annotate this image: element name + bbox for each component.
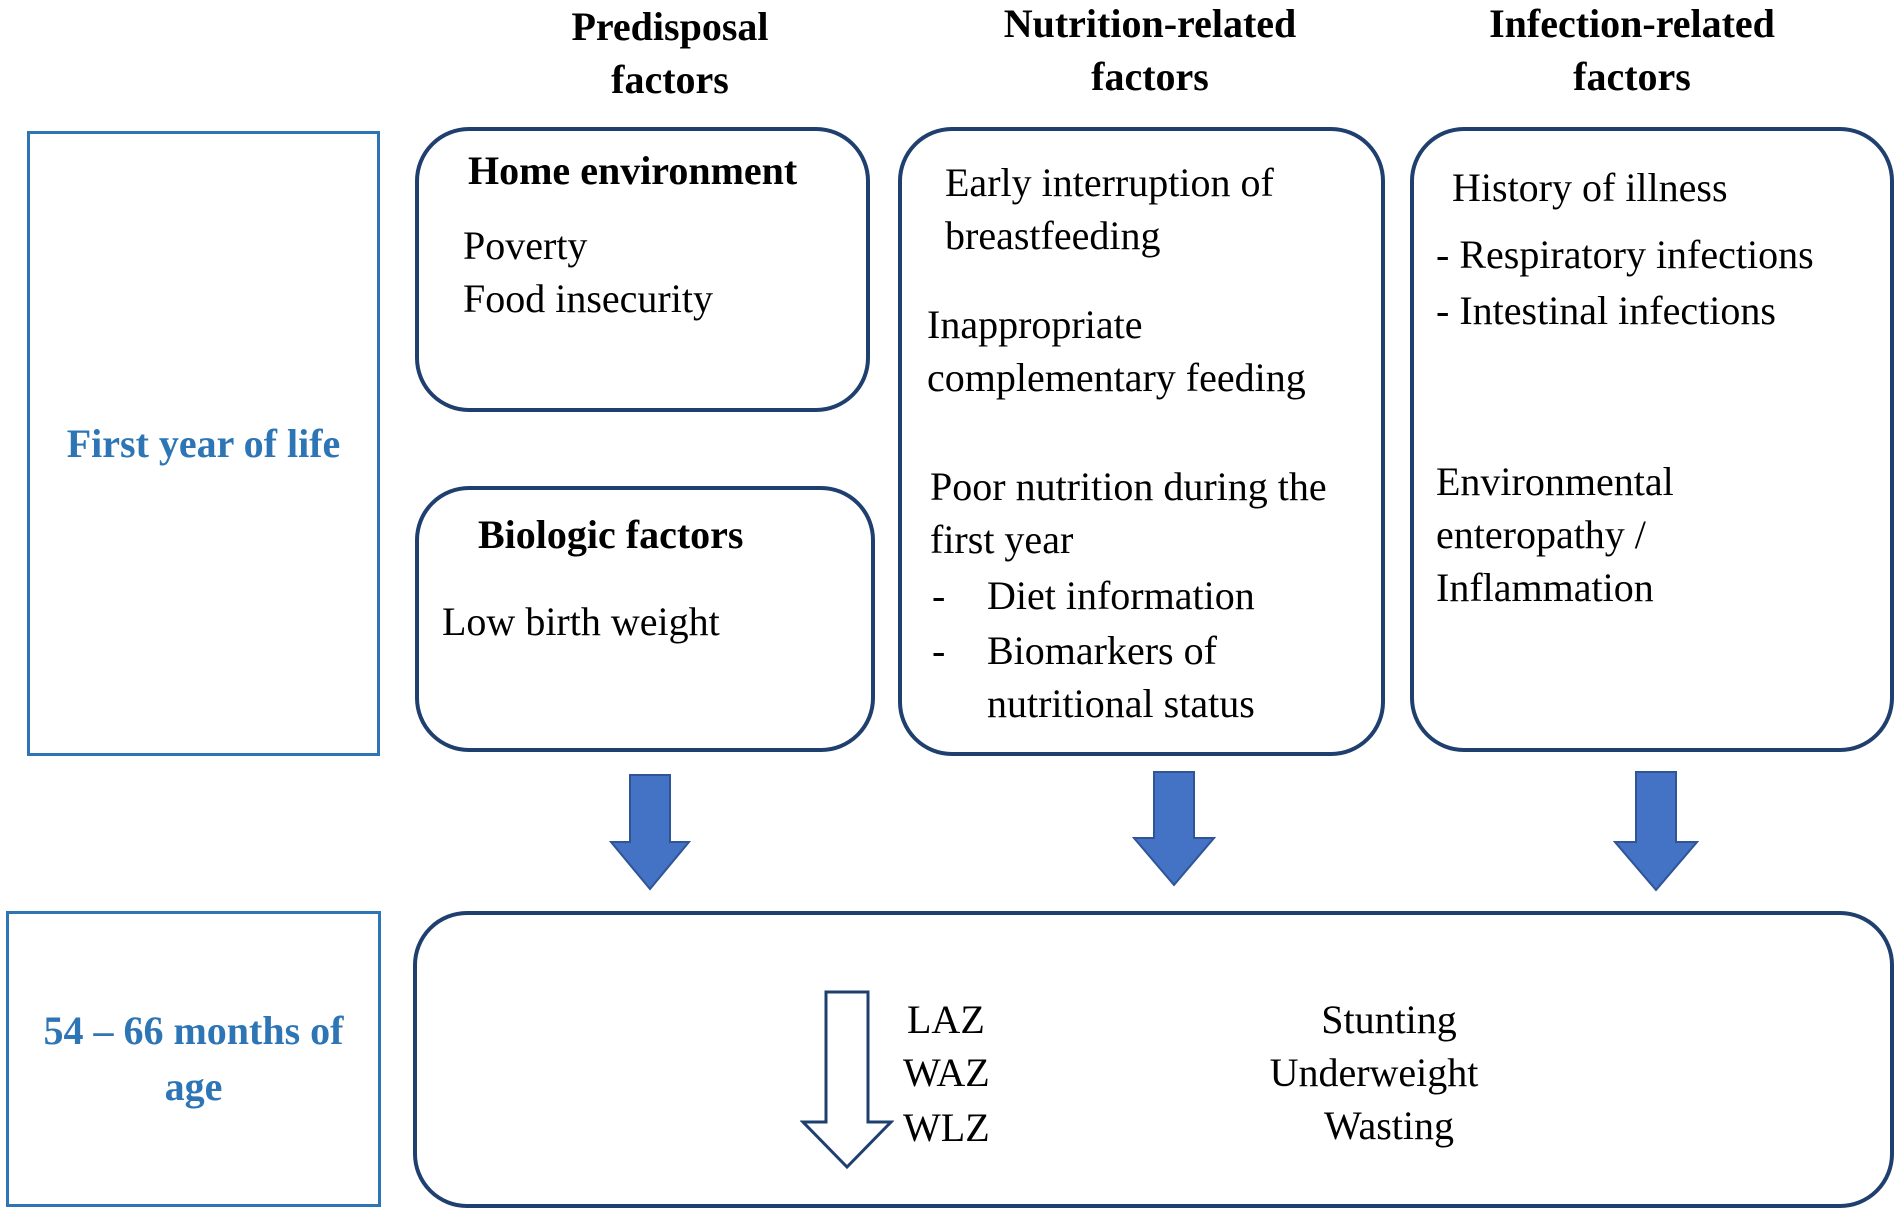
home-environment-title: Home environment — [468, 148, 798, 193]
condition-label: Stunting — [1321, 997, 1457, 1042]
period-later-age-box: 54 – 66 months of age — [6, 911, 381, 1207]
condition-label: Wasting — [1323, 1103, 1455, 1148]
nutrition-item-breastfeeding: Early interruption of breastfeeding — [945, 160, 1274, 258]
nutrition-item-complementary-feeding: Inappropriate complementary feeding — [927, 302, 1306, 400]
infection-item-environmental: Environmental enteropathy / Inflammation — [1436, 459, 1674, 610]
biologic-factors-box — [415, 486, 875, 752]
decrease-arrow-icon — [800, 990, 894, 1170]
infection-factors-box — [1410, 127, 1894, 752]
period-later-age-label: 54 – 66 months of age — [43, 1008, 344, 1109]
arrow-down-nutrition-icon — [1132, 771, 1216, 887]
biologic-factors-title: Biologic factors — [478, 512, 744, 557]
arrow-down-predisposal-icon — [609, 774, 691, 891]
nutrition-sub-item: Diet information — [987, 573, 1255, 618]
infection-item: - Intestinal infections — [1436, 288, 1776, 333]
column-header-predisposal: Predisposal factors — [571, 4, 769, 102]
period-first-year-label: First year of life — [66, 420, 341, 466]
home-environment-box — [415, 127, 870, 412]
zscore-label: LAZ — [907, 997, 985, 1042]
arrow-down-infection-icon — [1613, 771, 1699, 892]
column-header-nutrition: Nutrition-related factors — [1003, 1, 1297, 99]
infection-title: History of illness — [1452, 165, 1728, 210]
biologic-factors-item: Low birth weight — [442, 599, 720, 644]
home-environment-item: Poverty — [463, 223, 588, 268]
period-first-year-box: First year of life — [27, 131, 380, 756]
condition-label: Underweight — [1269, 1050, 1479, 1095]
home-environment-item: Food insecurity — [463, 276, 713, 321]
nutrition-factors-box — [898, 127, 1385, 756]
nutrition-item-poor-nutrition: Poor nutrition during the first year — [930, 464, 1327, 562]
column-header-infection: Infection-related factors — [1489, 1, 1775, 99]
nutrition-sub-dash: - — [932, 628, 946, 673]
nutrition-sub-item: Biomarkers of nutritional status — [987, 628, 1255, 726]
nutrition-sub-dash: - — [932, 573, 946, 618]
zscore-label: WAZ — [903, 1050, 990, 1095]
outcomes-box — [413, 911, 1894, 1208]
infection-item: - Respiratory infections — [1436, 232, 1814, 277]
zscore-label: WLZ — [903, 1105, 990, 1150]
